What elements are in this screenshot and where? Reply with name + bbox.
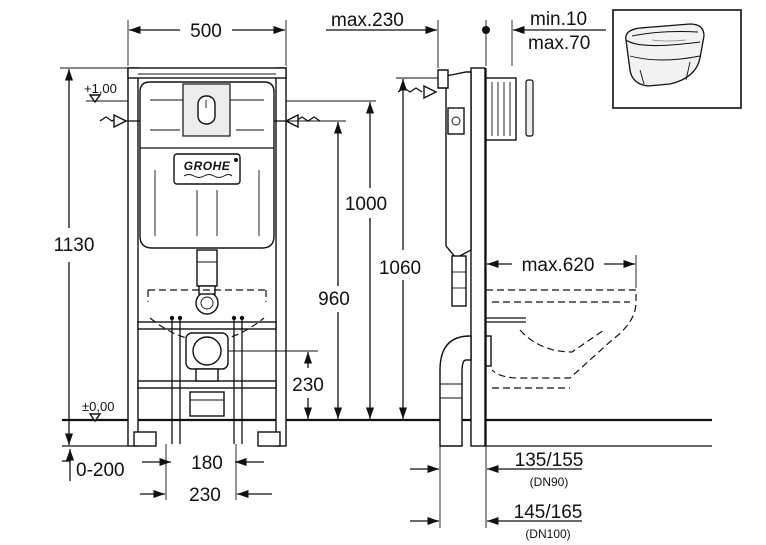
front-view: GROHE: [62, 67, 435, 447]
side-inlet-icon: [397, 87, 423, 93]
dim-height-1000: 1000: [345, 194, 387, 215]
frame-rail-upper: [137, 321, 277, 330]
dim-height-1060: 1060: [379, 258, 421, 279]
level-top: +1,00: [84, 81, 117, 96]
frame-right-upright: [275, 67, 287, 447]
side-flush-housing: [485, 77, 517, 141]
drain-pipe: [189, 391, 225, 417]
frame-rail-lower: [137, 380, 277, 389]
dim-dn90: (DN90): [530, 475, 569, 489]
dim-height-960: 960: [318, 289, 350, 310]
side-cistern: [445, 71, 472, 259]
outlet-pipe: [196, 249, 218, 287]
dim-drain-height-230: 230: [292, 375, 324, 396]
dim-stud-spacing-180: 180: [191, 453, 223, 474]
dim-135-155: 135/155: [515, 450, 584, 471]
flush-button-icon: [197, 95, 216, 125]
frame-foot-right: [257, 431, 281, 447]
side-frame-upright: [470, 67, 486, 447]
drain-opening: [192, 336, 222, 366]
side-view: [397, 67, 712, 447]
bowl-outline: [147, 289, 267, 302]
dim-max-230: max.230: [331, 10, 404, 31]
toilet-thumbnail: [612, 9, 742, 109]
brand-wave-icon: [183, 174, 233, 178]
dim-max-620: max.620: [522, 255, 595, 276]
side-valve: [447, 107, 465, 135]
dim-min-10: min.10: [530, 9, 587, 30]
brand-logo: GROHE: [184, 159, 231, 173]
dim-frame-width: 500: [190, 21, 222, 42]
side-dimensions: max.230 min.10 max.70 max.620 135/155 (D…: [326, 9, 637, 541]
pipe-elbow: [195, 291, 219, 315]
side-bowl-outline: [486, 289, 637, 379]
dim-foot-adjust: 0-200: [76, 460, 125, 481]
level-bottom: ±0,00: [82, 399, 114, 414]
dim-total-height: 1130: [54, 235, 95, 256]
front-dimensions: 500 1130 +1,00 ±0,00 0-200 180 230: [54, 20, 440, 506]
level-marker-bottom-icon: [88, 413, 102, 423]
bowl-outline-arc: [149, 317, 265, 342]
water-inlet-right-icon: [295, 116, 321, 122]
side-flush-plate: [525, 79, 534, 137]
dim-stud-spacing-230: 230: [189, 485, 221, 506]
side-outlet: [451, 255, 467, 307]
frame-left-upright: [127, 67, 139, 447]
toilet-bowl-icon: [625, 23, 705, 87]
level-marker-top-icon: [88, 94, 102, 104]
dim-max-70: max.70: [528, 33, 590, 54]
side-drain-bend: [439, 335, 472, 447]
frame-top-bar: [127, 67, 287, 79]
dim-145-165: 145/165: [514, 502, 583, 523]
side-water-inlet: [437, 69, 449, 89]
frame-foot-left: [133, 431, 157, 447]
dim-dn100: (DN100): [525, 527, 570, 541]
